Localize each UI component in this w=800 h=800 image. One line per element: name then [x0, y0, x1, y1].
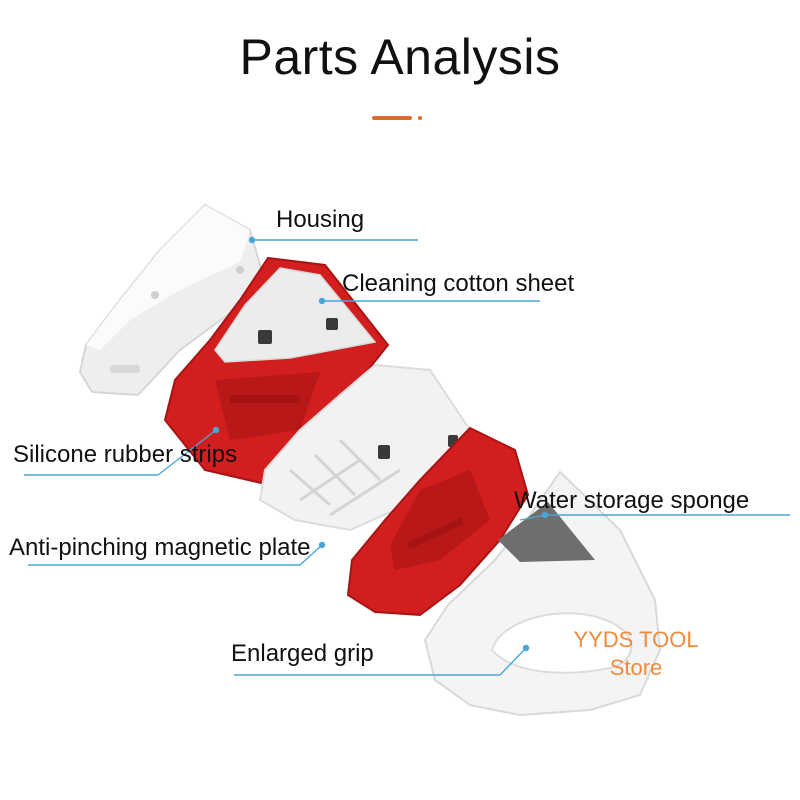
label-magnetic-plate: Anti-pinching magnetic plate — [9, 534, 311, 561]
label-sponge: Water storage sponge — [514, 487, 750, 514]
store-name: YYDS TOOL — [573, 627, 699, 652]
label-grip: Enlarged grip — [231, 640, 374, 667]
page-title: Parts Analysis — [239, 29, 561, 85]
cotton-sheet-part — [163, 256, 390, 487]
store-suffix: Store — [609, 655, 663, 680]
sponge-shape — [498, 502, 595, 562]
housing-part — [78, 203, 264, 397]
label-cotton-sheet: Cleaning cotton sheet — [342, 270, 575, 297]
silicone-strip-part — [346, 426, 530, 617]
label-silicone-strips: Silicone rubber strips — [13, 441, 238, 468]
title-accent-bar — [372, 116, 412, 120]
store-watermark: YYDS TOOL Store — [548, 626, 724, 682]
grip-part — [423, 470, 662, 717]
leader-lines — [24, 236, 790, 676]
label-housing: Housing — [276, 206, 365, 233]
magnetic-plate-part — [258, 363, 472, 532]
title-accent-dot — [418, 116, 422, 120]
